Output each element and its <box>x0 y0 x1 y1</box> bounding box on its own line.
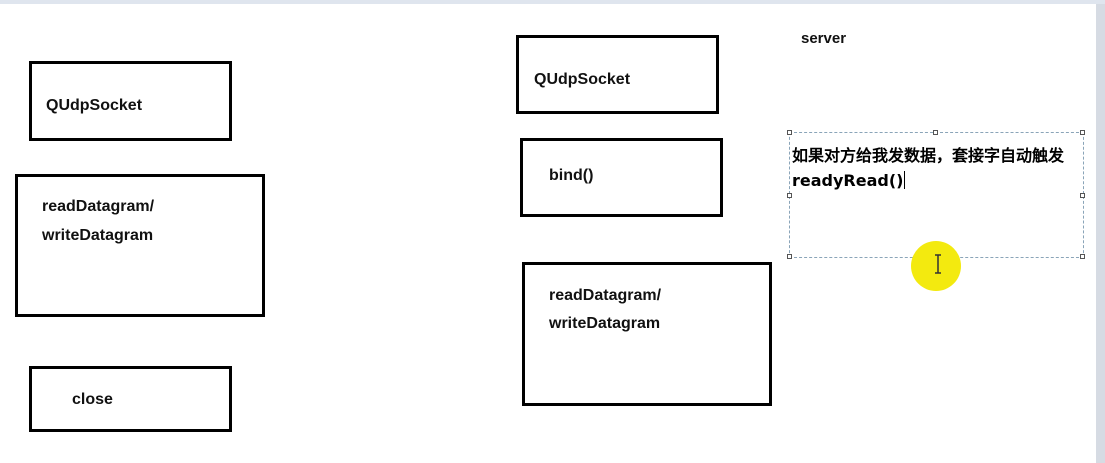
resize-handle-bottom-right[interactable] <box>1080 254 1085 259</box>
slide-canvas[interactable]: QUdpSocket readDatagram/ writeDatagram c… <box>0 4 1096 463</box>
client-qudpsocket-box[interactable] <box>29 61 232 141</box>
server-qudpsocket-label: QUdpSocket <box>534 71 631 88</box>
server-bind-box[interactable] <box>520 138 723 217</box>
vertical-scrollbar[interactable] <box>1096 4 1105 463</box>
client-close-box[interactable] <box>29 366 232 432</box>
resize-handle-middle-left[interactable] <box>787 193 792 198</box>
resize-handle-top-left[interactable] <box>787 130 792 135</box>
note-line-1: 如果对方给我发数据，套接字自动触发 <box>792 146 1065 165</box>
resize-handle-bottom-left[interactable] <box>787 254 792 259</box>
server-write-datagram-label: writeDatagram <box>549 315 661 332</box>
client-write-datagram-label: writeDatagram <box>42 227 154 244</box>
client-qudpsocket-label: QUdpSocket <box>46 97 143 114</box>
client-close-label: close <box>72 391 113 408</box>
client-read-write-box[interactable] <box>15 174 265 317</box>
resize-handle-top-center[interactable] <box>933 130 938 135</box>
server-title: server <box>801 30 847 47</box>
ibeam-cursor-icon <box>935 254 941 274</box>
cursor-highlight <box>911 241 961 291</box>
note-line-2-text: readyRead() <box>792 171 904 190</box>
server-qudpsocket-box[interactable] <box>516 35 719 114</box>
resize-handle-top-right[interactable] <box>1080 130 1085 135</box>
note-textbox[interactable]: 如果对方给我发数据，套接字自动触发 readyRead() <box>787 130 1085 259</box>
window-top-edge <box>0 0 1105 4</box>
note-line-2: readyRead() <box>792 171 906 190</box>
server-read-datagram-label: readDatagram/ <box>549 287 662 304</box>
text-caret <box>904 171 906 189</box>
server-bind-label: bind() <box>549 167 594 184</box>
resize-handle-middle-right[interactable] <box>1080 193 1085 198</box>
client-read-datagram-label: readDatagram/ <box>42 198 155 215</box>
server-read-write-box[interactable] <box>522 262 772 406</box>
